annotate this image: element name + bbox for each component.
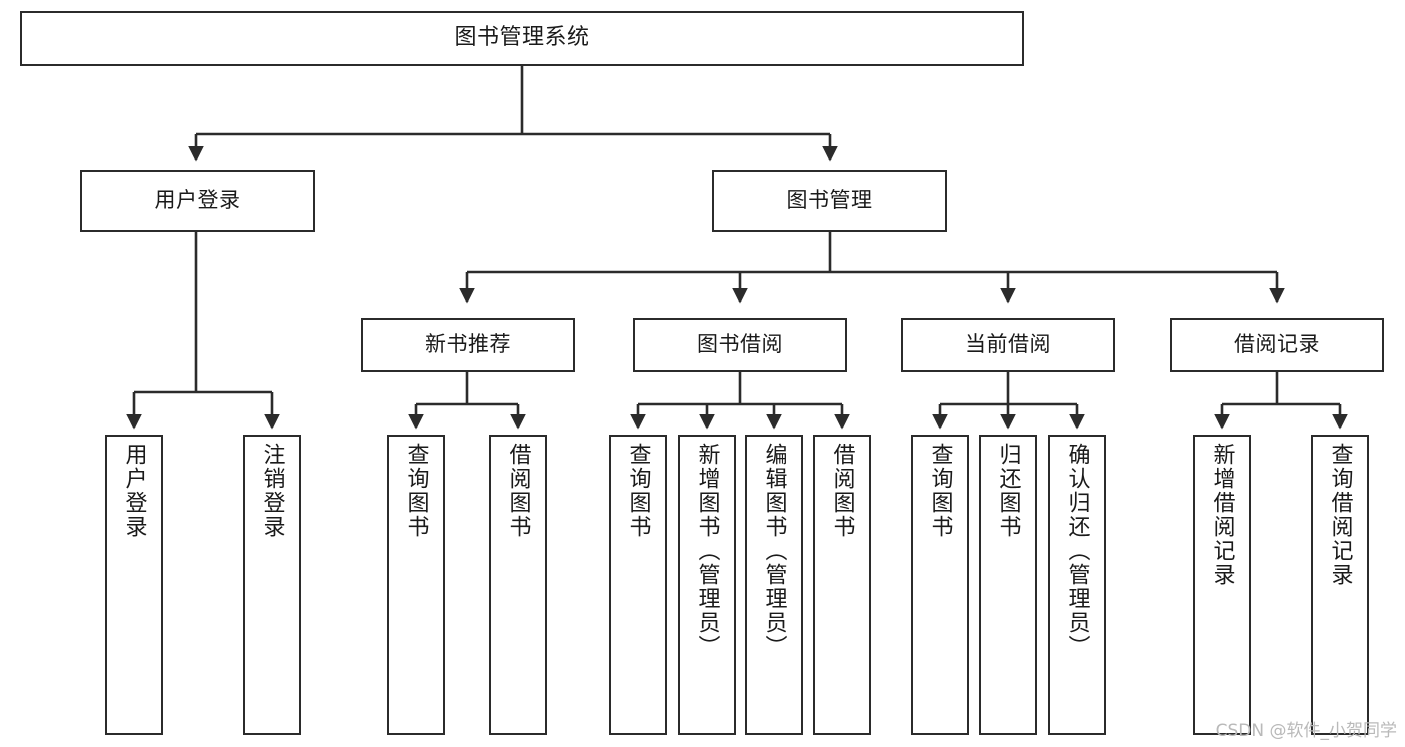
node-label: 查询图书	[625, 443, 651, 539]
node-new-book-recommend[interactable]: 新书推荐	[361, 318, 575, 372]
node-leaf-borrow-book-2[interactable]: 借阅图书	[813, 435, 871, 735]
node-label: 查询借阅记录	[1327, 443, 1353, 587]
node-label: 图书借阅	[697, 332, 783, 357]
node-leaf-query-record[interactable]: 查询借阅记录	[1311, 435, 1369, 735]
node-label: 当前借阅	[965, 332, 1051, 357]
node-label: 查询图书	[403, 443, 429, 539]
node-leaf-query-book-1[interactable]: 查询图书	[387, 435, 445, 735]
node-label: 注销登录	[259, 443, 285, 539]
node-label: 用户登录	[121, 443, 147, 539]
node-label: 归还图书	[995, 443, 1021, 539]
node-label: 图书管理系统	[454, 25, 590, 51]
node-leaf-edit-book[interactable]: 编辑图书（管理员）	[745, 435, 803, 735]
node-book-management[interactable]: 图书管理	[712, 170, 947, 232]
node-label: 借阅图书	[505, 443, 531, 539]
csdn-watermark: CSDN @软件_小贺同学	[1215, 721, 1397, 741]
node-leaf-add-record[interactable]: 新增借阅记录	[1193, 435, 1251, 735]
node-label: 新增借阅记录	[1209, 443, 1235, 587]
node-leaf-borrow-book-1[interactable]: 借阅图书	[489, 435, 547, 735]
node-leaf-query-book-2[interactable]: 查询图书	[609, 435, 667, 735]
node-user-login[interactable]: 用户登录	[80, 170, 315, 232]
node-leaf-user-login[interactable]: 用户登录	[105, 435, 163, 735]
node-leaf-confirm-return[interactable]: 确认归还（管理员）	[1048, 435, 1106, 735]
node-current-borrow[interactable]: 当前借阅	[901, 318, 1115, 372]
node-borrow-record[interactable]: 借阅记录	[1170, 318, 1384, 372]
node-leaf-logout-login[interactable]: 注销登录	[243, 435, 301, 735]
node-label: 用户登录	[154, 188, 241, 213]
node-label: 编辑图书（管理员）	[761, 443, 787, 659]
node-leaf-return-book[interactable]: 归还图书	[979, 435, 1037, 735]
node-leaf-add-book[interactable]: 新增图书（管理员）	[678, 435, 736, 735]
node-label: 借阅图书	[829, 443, 855, 539]
node-root-system[interactable]: 图书管理系统	[20, 11, 1024, 66]
node-label: 新增图书（管理员）	[694, 443, 720, 659]
node-label: 新书推荐	[425, 332, 511, 357]
node-leaf-query-book-3[interactable]: 查询图书	[911, 435, 969, 735]
node-label: 图书管理	[786, 188, 873, 213]
node-label: 借阅记录	[1234, 332, 1320, 357]
node-label: 确认归还（管理员）	[1064, 443, 1090, 659]
node-book-borrow[interactable]: 图书借阅	[633, 318, 847, 372]
node-label: 查询图书	[927, 443, 953, 539]
